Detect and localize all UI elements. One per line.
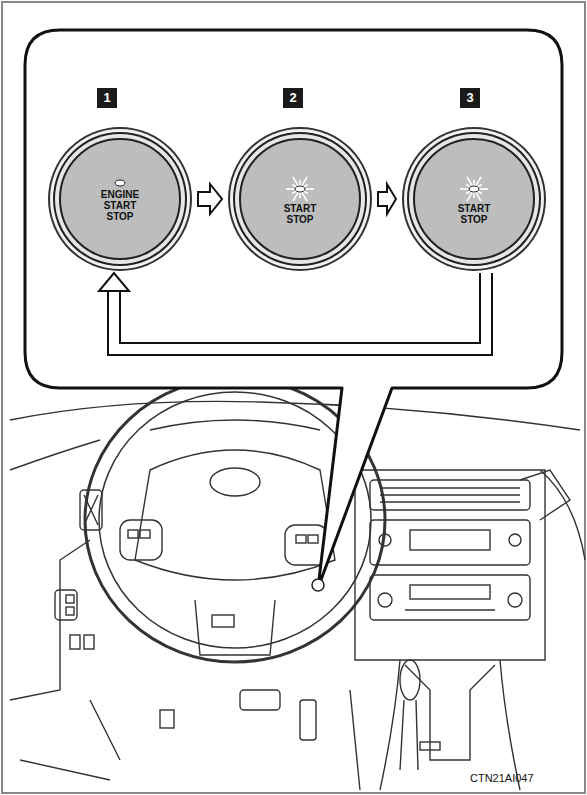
sequence-arrow	[378, 184, 396, 214]
callout-number: 1	[97, 88, 117, 108]
button-label: START STOP	[451, 203, 497, 225]
button-label: ENGINE START STOP	[97, 189, 143, 222]
indicator-light	[452, 173, 496, 203]
callout-number: 3	[460, 88, 480, 108]
sequence-arrow	[198, 184, 222, 214]
start-stop-button: START STOP	[239, 138, 361, 260]
sequence-arrow	[99, 273, 486, 349]
start-stop-button: ENGINE START STOP	[59, 138, 181, 260]
start-stop-button: START STOP	[413, 138, 535, 260]
callout-number: 2	[283, 88, 303, 108]
indicator-lamp	[98, 177, 142, 189]
figure-code: CTN21AI047	[470, 772, 534, 784]
button-label: START STOP	[277, 203, 323, 225]
indicator-light	[278, 173, 322, 203]
